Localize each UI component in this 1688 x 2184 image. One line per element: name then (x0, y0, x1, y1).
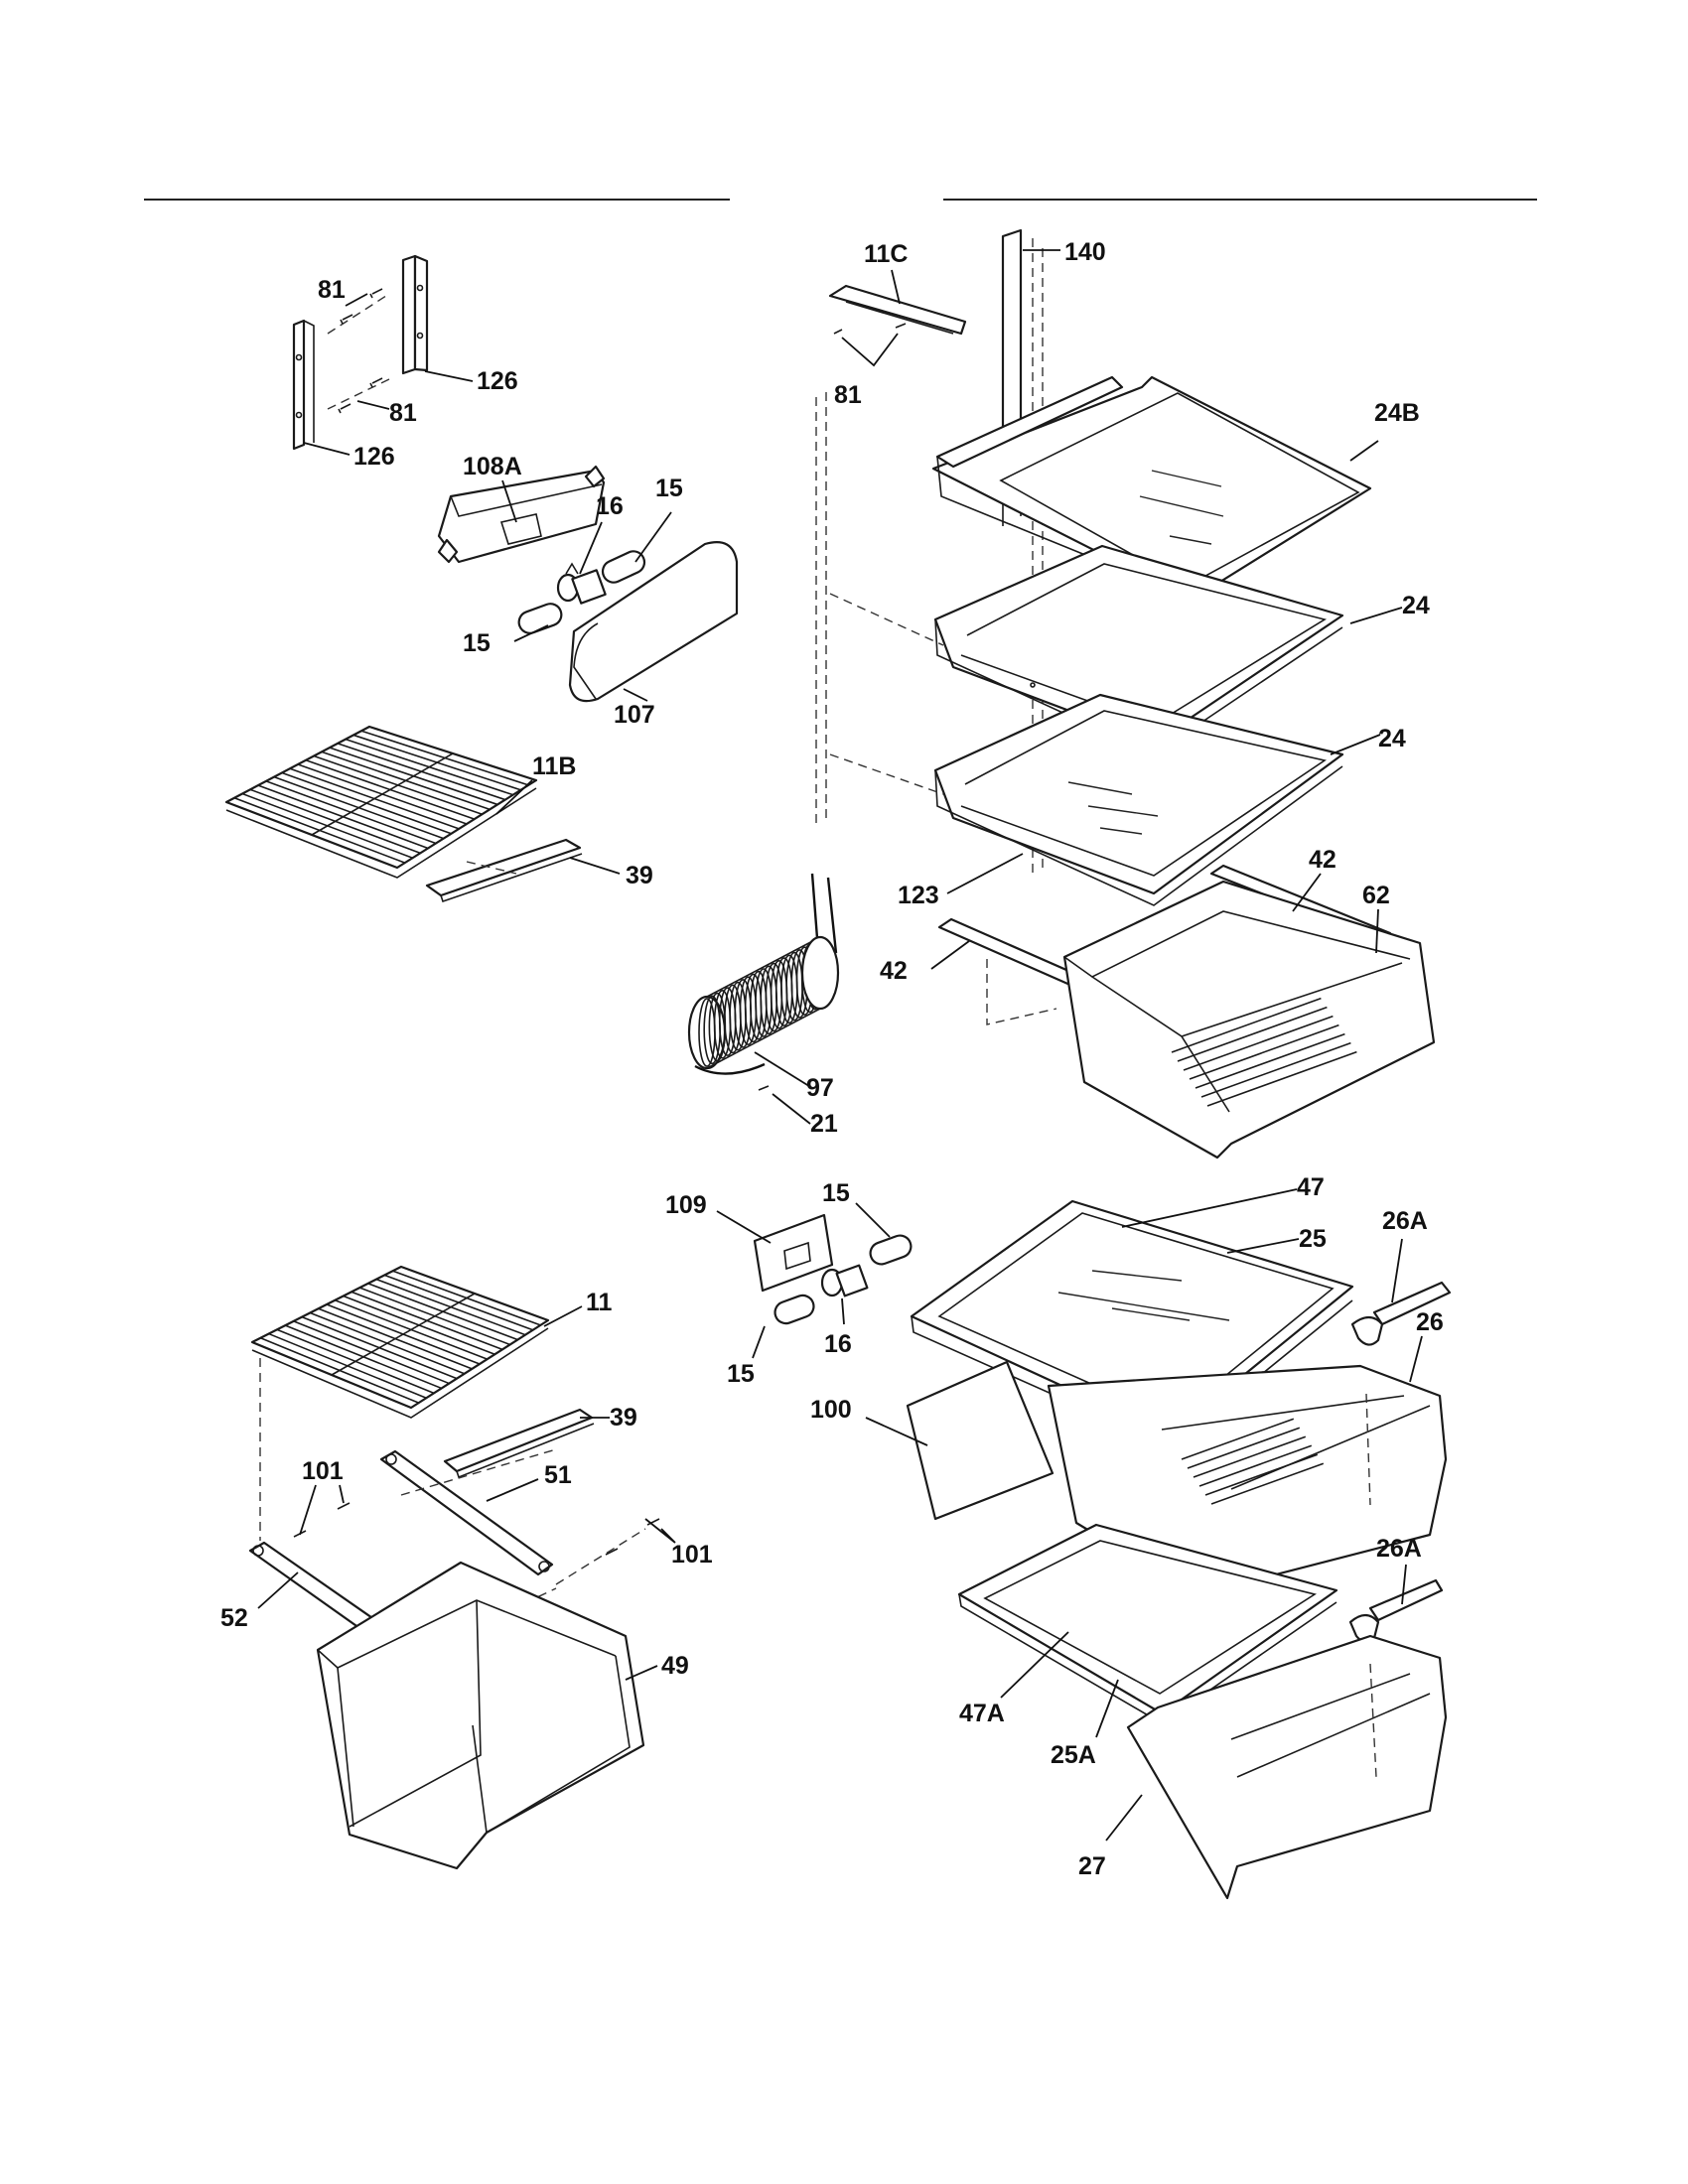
callout-47: 47 (1297, 1173, 1325, 1201)
callout-16-upper: 16 (596, 492, 624, 520)
callout-42-left: 42 (880, 957, 908, 985)
part-24-glass-shelf-a (933, 544, 1344, 755)
part-49-bin (316, 1561, 645, 1870)
callout-97: 97 (806, 1074, 834, 1102)
callout-15-mid-top: 15 (822, 1179, 850, 1207)
callout-47a: 47A (959, 1700, 1005, 1727)
callout-81-mid: 81 (389, 399, 417, 427)
part-11c-support (828, 284, 967, 336)
callout-24-upper: 24 (1402, 592, 1430, 619)
part-109-lamp-cover (753, 1213, 834, 1293)
part-100-panel (906, 1360, 1055, 1521)
callout-24b: 24B (1374, 399, 1420, 427)
callout-16-mid: 16 (824, 1330, 852, 1358)
callout-100: 100 (810, 1396, 852, 1424)
callout-108a: 108A (463, 453, 522, 480)
part-126-brackets (292, 254, 429, 451)
part-11b-wire-shelf (224, 725, 538, 879)
callout-26a-upper: 26A (1382, 1207, 1428, 1235)
callout-15-mid-bottom: 15 (727, 1360, 755, 1388)
part-27-drawer (1126, 1634, 1448, 1900)
callout-101-right: 101 (671, 1541, 713, 1569)
part-26a-slide-lower (1348, 1578, 1444, 1643)
callout-11c: 11C (864, 240, 908, 268)
callout-107: 107 (614, 701, 655, 729)
part-15-bulbs-a (517, 550, 646, 634)
part-16-socket-a (556, 562, 607, 605)
callout-81-right: 81 (834, 381, 862, 409)
callout-140: 140 (1064, 238, 1106, 266)
part-26a-slide-upper (1350, 1281, 1452, 1346)
part-62-crisper-drawer (1062, 880, 1436, 1160)
leader-lines (257, 249, 1423, 1842)
part-81-screws-left (338, 288, 383, 414)
callouts: 140 11C 81 81 81 126 126 108A 16 15 15 1… (220, 238, 1444, 1880)
part-81-screws-right (833, 323, 907, 367)
part-11-wire-shelf (250, 1265, 550, 1419)
callout-109: 109 (665, 1191, 707, 1219)
part-24-glass-shelf-b (933, 693, 1344, 906)
part-107-light-shield (568, 541, 739, 703)
callout-26: 26 (1416, 1308, 1444, 1336)
callout-42-right: 42 (1309, 846, 1336, 874)
callout-11: 11 (586, 1289, 613, 1316)
callout-126-lower: 126 (353, 443, 395, 471)
callout-21: 21 (810, 1110, 838, 1138)
callout-25: 25 (1299, 1225, 1327, 1253)
callout-126-upper: 126 (477, 367, 518, 395)
callout-26a-lower: 26A (1376, 1535, 1422, 1563)
part-15-bulbs-b (774, 1234, 913, 1325)
part-47a-25a-cover (957, 1523, 1338, 1724)
callout-39-lower: 39 (610, 1404, 637, 1432)
callout-25a: 25A (1051, 1741, 1096, 1769)
callout-39-upper: 39 (626, 862, 653, 889)
callout-24-lower: 24 (1378, 725, 1406, 752)
left-upright-hidden (815, 392, 827, 824)
callout-15-upper-right: 15 (655, 475, 683, 502)
callout-101-left: 101 (302, 1457, 344, 1485)
part-24b-glass-shelf (931, 375, 1372, 602)
part-51-rail (379, 1449, 554, 1576)
callout-15-upper-left: 15 (463, 629, 491, 657)
callout-81-top: 81 (318, 276, 346, 304)
part-108a-light-housing (437, 465, 606, 564)
callout-11b: 11B (532, 752, 576, 780)
part-39-trim-a (425, 838, 583, 903)
callout-62: 62 (1362, 882, 1390, 909)
callout-52: 52 (220, 1604, 248, 1632)
callout-27: 27 (1078, 1852, 1106, 1880)
part-16-socket-b (820, 1264, 869, 1297)
part-97-heater (687, 873, 840, 1091)
callout-123: 123 (898, 882, 939, 909)
callout-51: 51 (544, 1461, 572, 1489)
callout-49: 49 (661, 1652, 689, 1680)
